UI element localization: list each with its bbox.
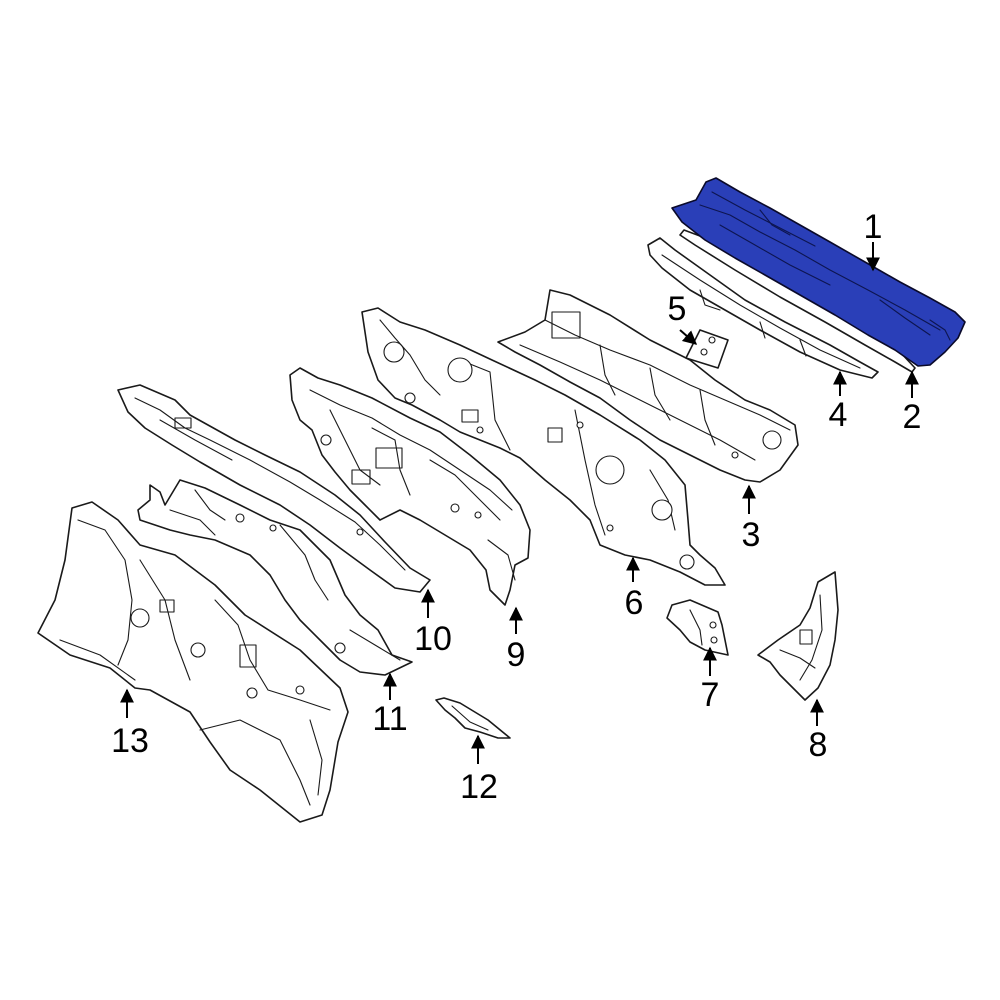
part-8-side-bracket[interactable] <box>757 571 839 701</box>
part-9-dash-panel-lower[interactable] <box>289 367 531 606</box>
callout-11: 11 <box>372 700 407 738</box>
leader-lines <box>120 242 919 764</box>
callout-8: 8 <box>809 726 828 764</box>
part-12-gusset[interactable] <box>435 697 511 739</box>
part-6-dash-panel[interactable] <box>361 307 726 586</box>
callout-4: 4 <box>829 396 848 434</box>
callout-2: 2 <box>903 398 922 436</box>
callout-12: 12 <box>460 768 498 806</box>
callout-7: 7 <box>701 676 720 714</box>
part-3-cowl-panel[interactable] <box>497 289 799 483</box>
callout-13: 13 <box>111 722 149 760</box>
callout-6: 6 <box>625 584 644 622</box>
callout-5: 5 <box>668 290 687 328</box>
part-4-cowl-reinforcement[interactable] <box>647 237 879 379</box>
part-10-dash-bar[interactable] <box>117 384 431 593</box>
part-1-cowl-top[interactable] <box>671 177 966 367</box>
callout-10: 10 <box>414 620 452 658</box>
callout-labels: 1 2 3 4 5 6 7 8 9 10 11 12 13 <box>111 208 921 806</box>
part-13-dash-insulator[interactable] <box>37 501 349 823</box>
callout-3: 3 <box>742 516 761 554</box>
callout-1: 1 <box>864 208 883 246</box>
callout-9: 9 <box>507 636 526 674</box>
part-7-bracket[interactable] <box>666 599 729 656</box>
